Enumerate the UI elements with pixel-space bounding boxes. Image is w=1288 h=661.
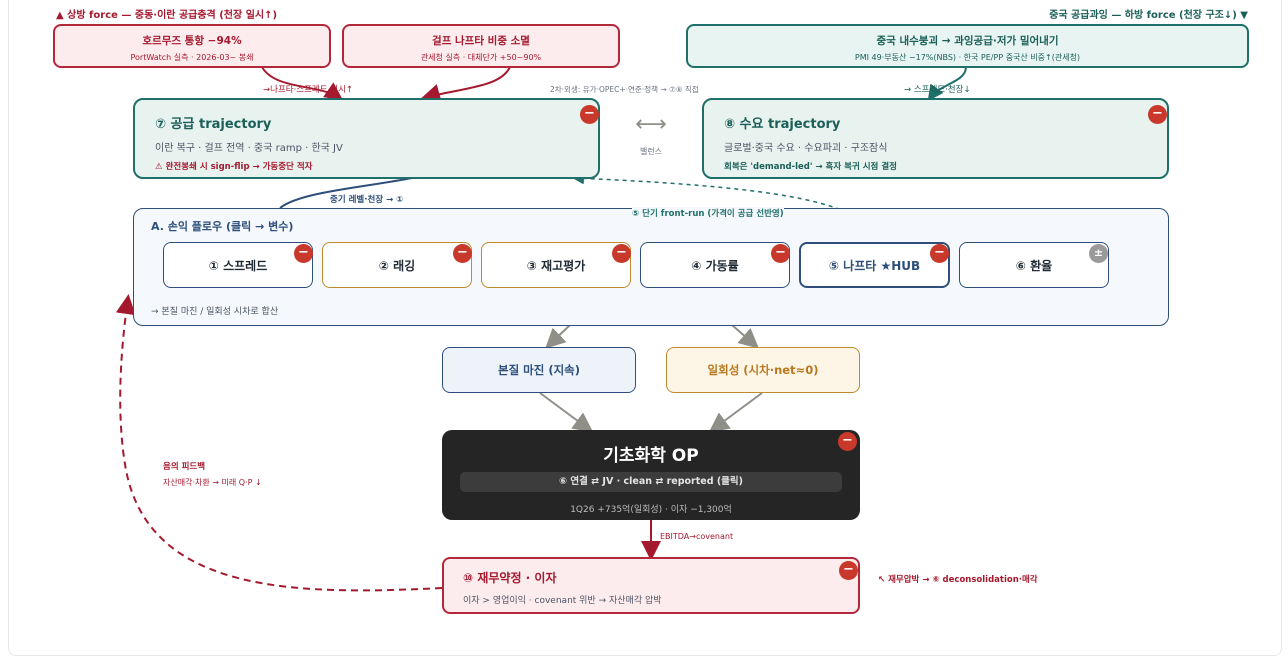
var-naphtha-badge[interactable]: − — [930, 244, 949, 263]
gulf-naphtha-box[interactable]: 걸프 나프타 비중 소멸 관세청 실측 · 대체단가 +50~90% — [342, 24, 620, 68]
flow-title: A. 손익 플로우 (클릭 → 변수) — [151, 220, 294, 233]
flow-footer: → 본질 마진 / 일회성 시차로 합산 — [151, 307, 279, 317]
secondary-exogenous-label: 2차·외생: 유가·OPEC+·연준·정책 → ⑦⑧ 직접 — [550, 85, 699, 94]
supply-trajectory-box[interactable]: ⑦ 공급 trajectory 이란 복구 · 걸프 전역 · 중국 ramp … — [133, 98, 600, 179]
edge-core-op — [539, 392, 594, 433]
spread-ceiling-down-label: → 스프레드·천장↓ — [904, 85, 971, 95]
supply-title: ⑦ 공급 trajectory — [155, 117, 272, 132]
china-title: 중국 내수붕괴 → 과잉공급·저가 밀어내기 — [876, 35, 1059, 47]
edge-hormuz-supply — [261, 66, 343, 101]
var-lagging[interactable]: ② 래깅 — [322, 242, 472, 288]
op-toggle[interactable]: ⑥ 연결 ⇄ JV · clean ⇄ reported (클릭) — [460, 472, 842, 492]
var-fx[interactable]: ⑥ 환율 — [959, 242, 1109, 288]
supply-warning: ⚠ 완전봉쇄 시 sign-flip → 가동중단 적자 — [155, 162, 313, 172]
edge-flow-core — [545, 324, 571, 349]
gulf-sub: 관세청 실측 · 대체단가 +50~90% — [420, 53, 542, 62]
neg-feedback-title: 음의 피드백 — [163, 462, 206, 472]
hormuz-title: 호르무즈 통항 −94% — [142, 35, 242, 47]
balance-arrow-icon: ⟷ — [635, 112, 667, 137]
var-fx-label: ⑥ 환율 — [1015, 258, 1053, 273]
supply-sub: 이란 복구 · 걸프 전역 · 중국 ramp · 한국 JV — [155, 143, 343, 154]
var-utilization[interactable]: ④ 가동률 — [640, 242, 790, 288]
demand-minus-badge[interactable]: − — [1148, 105, 1167, 124]
var-inventory-badge[interactable]: − — [612, 244, 631, 263]
var-inventory[interactable]: ③ 재고평가 — [481, 242, 631, 288]
hormuz-force-box[interactable]: 호르무즈 통항 −94% PortWatch 실측 · 2026-03~ 봉쇄 — [53, 24, 331, 68]
var-naphtha-hub[interactable]: ⑤ 나프타 ★HUB — [799, 242, 950, 288]
demand-title: ⑧ 수요 trajectory — [724, 117, 841, 132]
supply-minus-badge[interactable]: − — [580, 105, 599, 124]
balance-label: 밸런스 — [639, 147, 663, 156]
finance-title: ⑩ 재무약정 · 이자 — [463, 571, 557, 585]
var-spread[interactable]: ① 스프레드 — [163, 242, 313, 288]
var-inventory-label: ③ 재고평가 — [526, 258, 586, 273]
neg-feedback-sub: 자산매각·차환 → 미래 Q·P ↓ — [163, 478, 262, 487]
edge-supply-flow — [279, 177, 413, 209]
upward-force-header: ▲ 상방 force — 중동·이란 공급충격 (천장 일시↑) — [56, 10, 278, 21]
var-spread-label: ① 스프레드 — [208, 258, 268, 273]
edge-feedback — [115, 294, 443, 592]
one-off-label: 일회성 (시차·net≈0) — [707, 363, 819, 377]
var-naphtha-label: ⑤ 나프타 ★HUB — [828, 258, 921, 273]
edge-china-demand — [927, 66, 967, 102]
var-lagging-badge[interactable]: − — [453, 244, 472, 263]
downward-force-header: 중국 공급과잉 — 하방 force (천장 구조↓) ▼ — [1049, 10, 1248, 21]
var-utilization-label: ④ 가동률 — [691, 258, 739, 273]
canvas-frame — [8, 0, 1282, 656]
finance-sub: 이자 > 영업이익 · covenant 위반 → 자산매각 압박 — [463, 596, 662, 606]
edge-flow-oneoff — [731, 324, 760, 349]
edge-gulf-supply — [420, 66, 511, 104]
var-utilization-badge[interactable]: − — [771, 244, 790, 263]
hormuz-sub: PortWatch 실측 · 2026-03~ 봉쇄 — [130, 53, 254, 62]
china-sub: PMI 49·부동산 −17%(NBS) · 한국 PE/PP 중국산 비중↑(… — [854, 53, 1081, 62]
one-off-box[interactable]: 일회성 (시차·net≈0) — [666, 347, 860, 393]
gulf-title: 걸프 나프타 비중 소멸 — [432, 35, 530, 47]
financial-pressure-label: ↖ 재무압박 → ⑥ deconsolidation·매각 — [878, 575, 1038, 585]
op-note: 1Q26 +735억(일회성) · 이자 −1,300억 — [570, 505, 732, 515]
core-margin-box[interactable]: 본질 마진 (지속) — [442, 347, 636, 393]
demand-trajectory-box[interactable]: ⑧ 수요 trajectory 글로벌·중국 수요 · 수요파괴 · 구조잠식 … — [702, 98, 1169, 179]
demand-sub: 글로벌·중국 수요 · 수요파괴 · 구조잠식 — [724, 143, 888, 154]
var-fx-badge[interactable]: ± — [1089, 244, 1108, 263]
finance-covenant-box[interactable]: ⑩ 재무약정 · 이자 이자 > 영업이익 · covenant 위반 → 자산… — [442, 557, 860, 614]
op-title: 기초화학 OP — [603, 446, 699, 466]
var-lagging-label: ② 래깅 — [378, 258, 416, 273]
ebitda-label: EBITDA→covenant — [660, 532, 734, 541]
op-minus-badge[interactable]: − — [838, 432, 857, 451]
finance-minus-badge[interactable]: − — [839, 561, 858, 580]
edge-oneoff-op — [708, 392, 763, 433]
mid-level-label: 중기 레벨·천장 → ① — [330, 195, 404, 205]
china-oversupply-box[interactable]: 중국 내수붕괴 → 과잉공급·저가 밀어내기 PMI 49·부동산 −17%(N… — [686, 24, 1249, 68]
demand-note: 회복은 'demand-led' → 흑자 복귀 시점 결정 — [724, 162, 897, 172]
front-run-label: ⑤ 단기 front-run (가격이 공급 선반영) — [632, 207, 784, 219]
naphtha-spread-label: →나프타·스프레드 일시↑ — [263, 85, 354, 95]
core-margin-label: 본질 마진 (지속) — [498, 363, 580, 377]
var-spread-badge[interactable]: − — [294, 244, 313, 263]
basic-chem-op-box[interactable]: 기초화학 OP ⑥ 연결 ⇄ JV · clean ⇄ reported (클릭… — [442, 430, 860, 520]
